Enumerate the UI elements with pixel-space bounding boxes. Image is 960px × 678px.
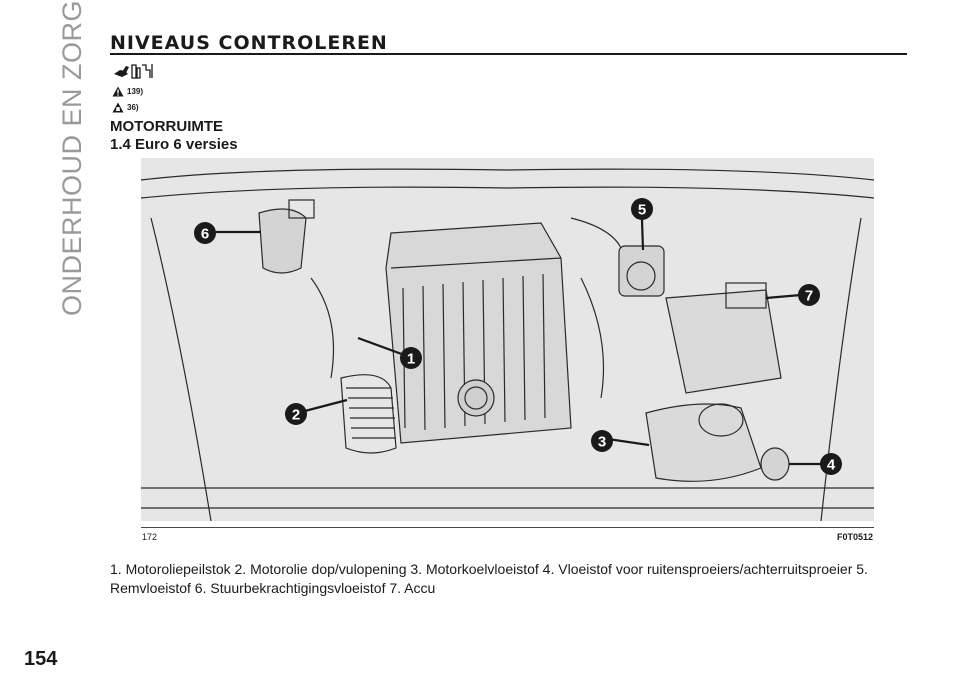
callout-6-text: 6	[201, 226, 209, 243]
warning-ref-2: 36)	[112, 102, 139, 113]
callout-1: 1	[400, 347, 422, 369]
callout-3-text: 3	[598, 434, 606, 451]
callout-1-text: 1	[407, 351, 415, 368]
engine-bay-illustration: 6 1 2 3 4 5 7	[141, 158, 874, 521]
chapter-side-title: ONDERHOUD EN ZORG	[54, 0, 90, 316]
fuel-hand-icon	[114, 64, 153, 79]
callout-2: 2	[285, 403, 307, 425]
callout-7: 7	[798, 284, 820, 306]
figure-divider	[141, 527, 874, 528]
callout-4: 4	[820, 453, 842, 475]
section-title: NIVEAUS CONTROLEREN	[110, 32, 388, 54]
warning-triangle-icon	[112, 86, 124, 97]
warning-ref-1: 139)	[112, 86, 143, 97]
callout-5: 5	[631, 198, 653, 220]
figure-number: 172	[142, 532, 158, 542]
subheading-version: 1.4 Euro 6 versies	[110, 136, 238, 153]
callout-7-text: 7	[805, 288, 813, 305]
environment-note	[112, 60, 156, 80]
warning-ref-text: 139)	[127, 87, 144, 96]
callout-2-text: 2	[292, 407, 300, 424]
callout-6: 6	[194, 222, 216, 244]
subheading-engine-bay: MOTORRUIMTE	[110, 118, 224, 135]
callout-5-text: 5	[638, 202, 646, 219]
engine-bay-drawing: 6 1 2 3 4 5 7	[141, 168, 874, 521]
figure-caption: 1. Motoroliepeilstok 2. Motorolie dop/vu…	[110, 561, 868, 596]
warning-hand-icon	[112, 102, 124, 113]
figure-code: F0T0512	[836, 532, 873, 542]
warning-ref-text: 36)	[127, 103, 139, 112]
chapter-side-title-text: ONDERHOUD EN ZORG	[56, 0, 87, 317]
title-divider	[110, 53, 907, 55]
page-number: 154	[24, 648, 58, 670]
callout-4-text: 4	[827, 457, 836, 474]
callout-3: 3	[591, 430, 613, 452]
